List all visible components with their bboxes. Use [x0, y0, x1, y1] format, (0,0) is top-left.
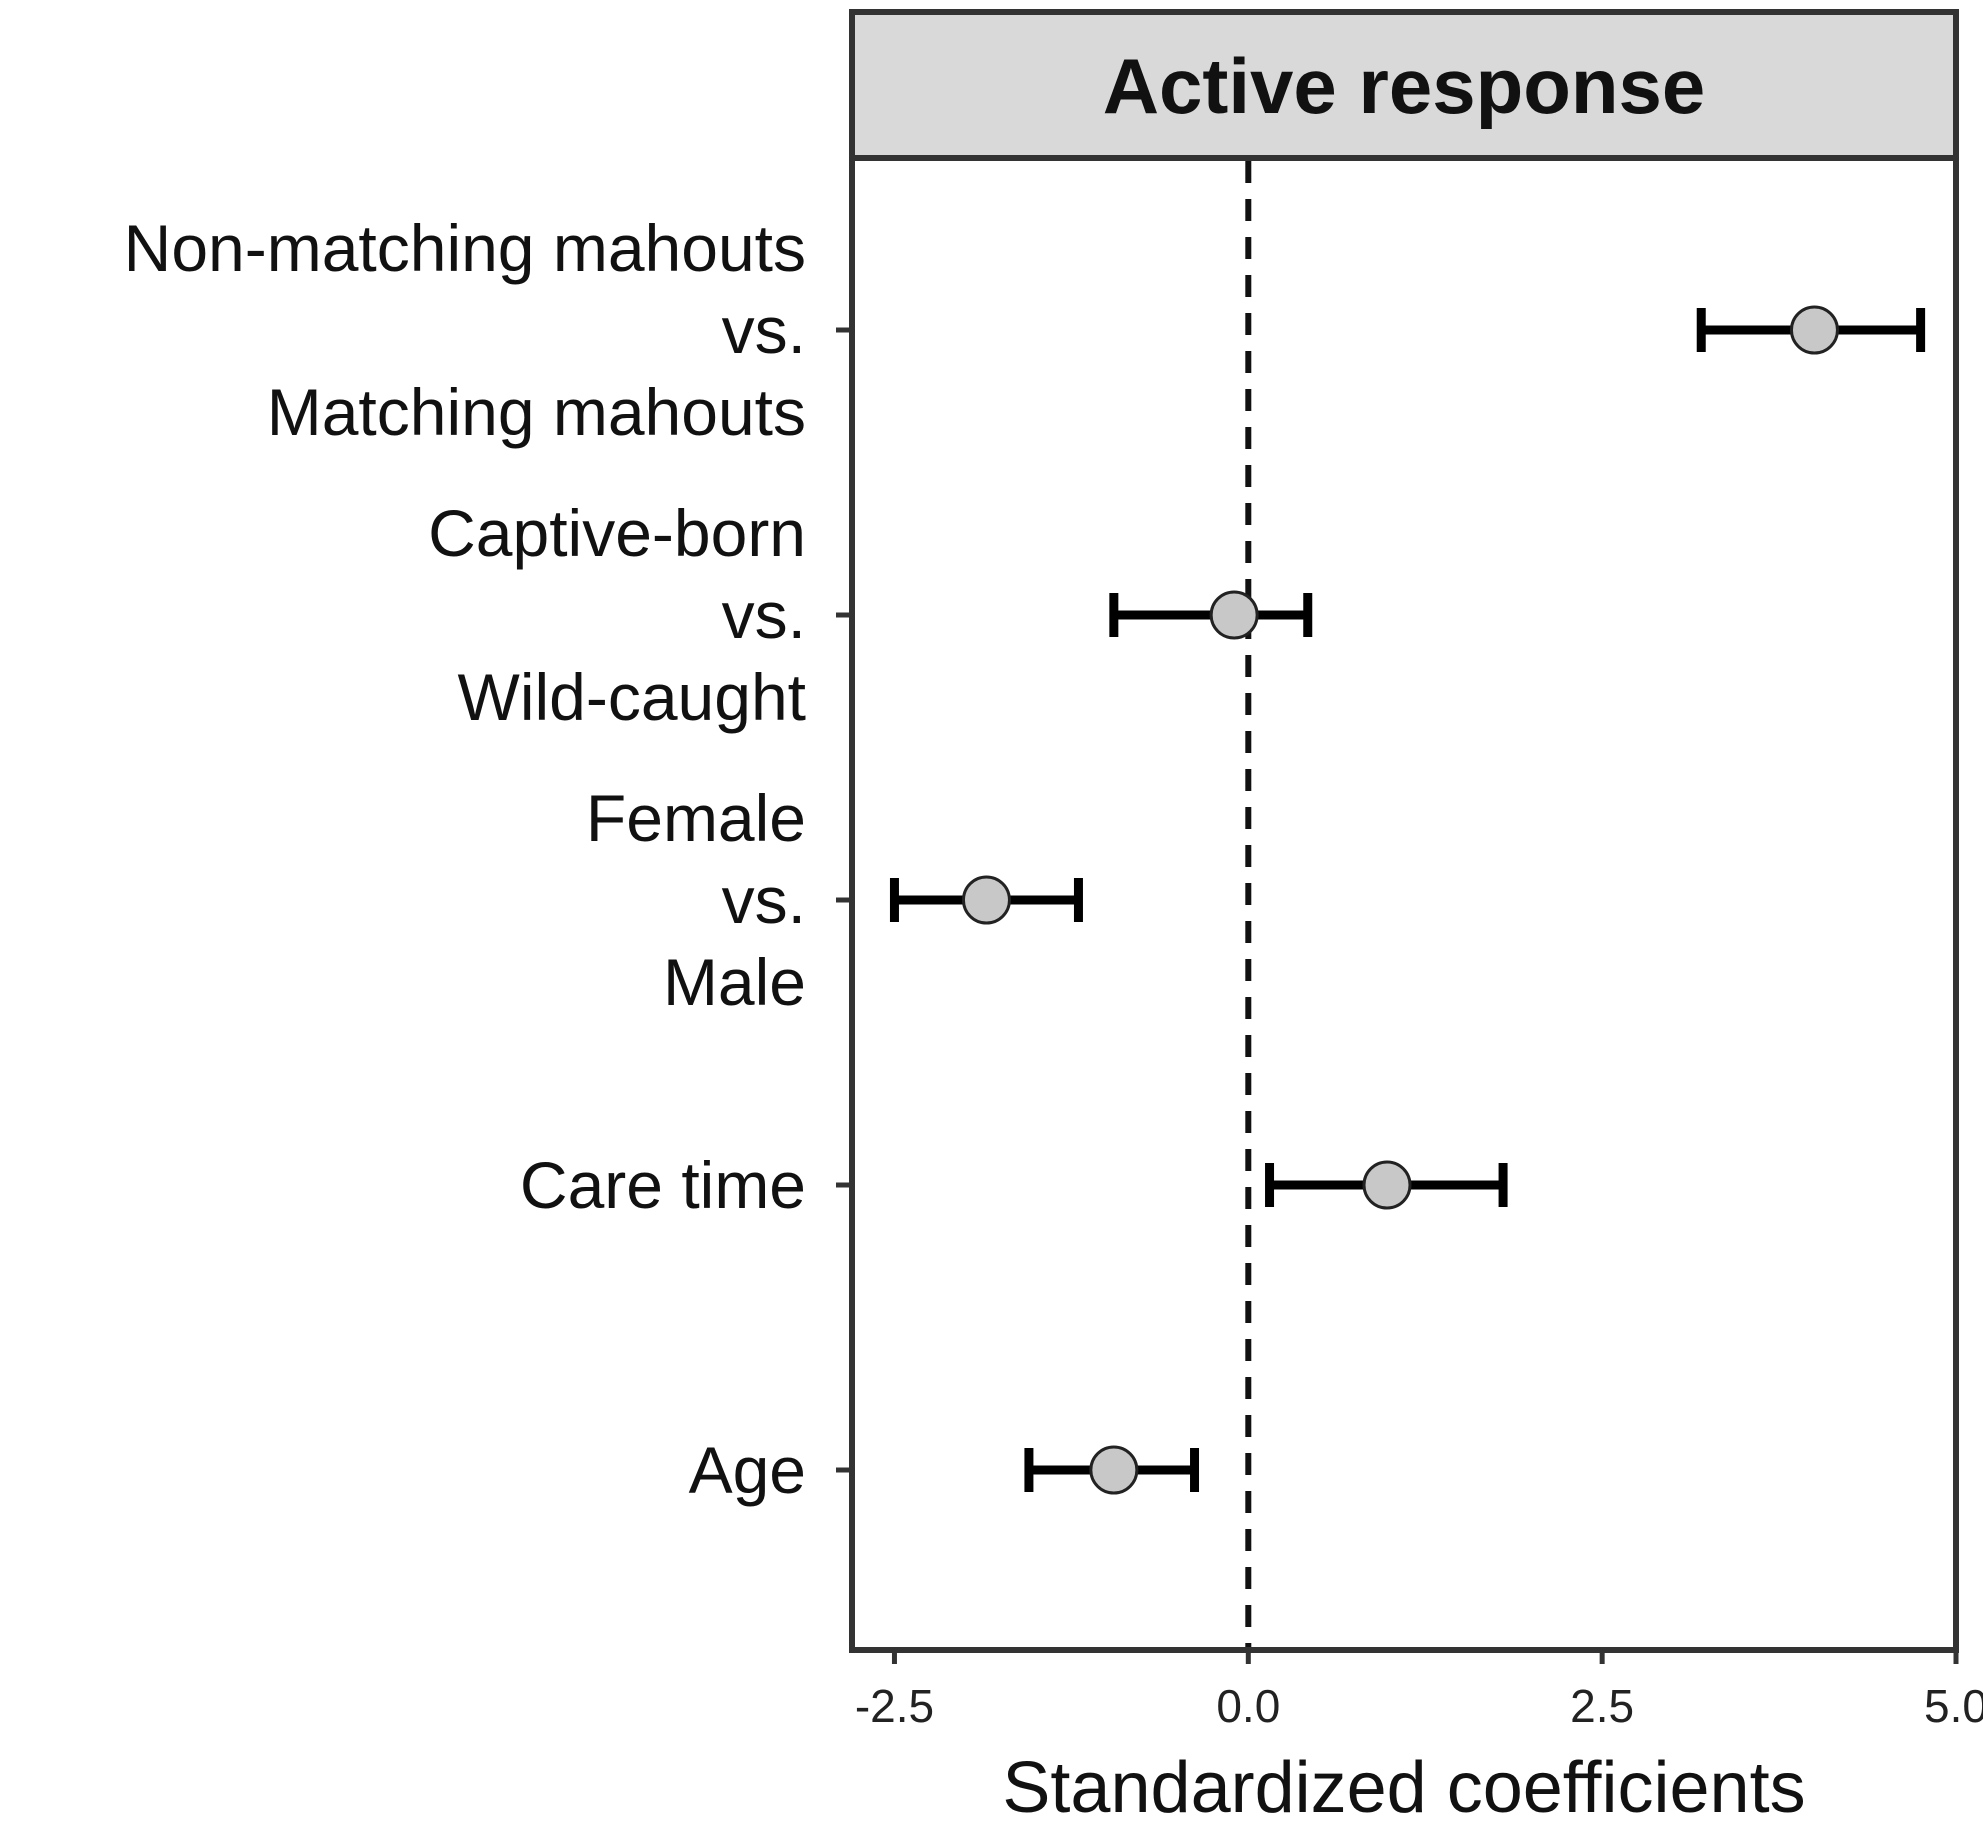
coefficient-point — [1089, 1445, 1139, 1495]
category-label: vs. — [722, 578, 806, 652]
category-label: Non-matching mahouts — [124, 211, 806, 285]
category-label: vs. — [722, 863, 806, 937]
category-label: vs. — [722, 293, 806, 367]
category-label: Age — [689, 1433, 806, 1507]
x-axis-title: Standardized coefficients — [1002, 1748, 1805, 1821]
facet-strip — [849, 9, 1959, 161]
coefficient-point — [1789, 305, 1839, 355]
coefficient-point — [961, 875, 1011, 925]
category-label: Captive-born — [428, 496, 806, 570]
chart-title: Active response — [1103, 42, 1706, 130]
x-tick-label: 2.5 — [1570, 1680, 1634, 1732]
category-label: Wild-caught — [458, 660, 806, 734]
coefficient-point — [1362, 1160, 1412, 1210]
chart-marks: -2.5 0.0 2.5 5.0 Non-matching mahouts vs. Matc… — [124, 161, 1983, 1732]
category-label: Matching mahouts — [267, 375, 806, 449]
x-tick-label: 5.0 — [1924, 1680, 1983, 1732]
x-tick-label: -2.5 — [855, 1680, 934, 1732]
coefficient-point — [1209, 590, 1259, 640]
x-tick-label: 0.0 — [1216, 1680, 1280, 1732]
category-label: Care time — [520, 1148, 806, 1222]
category-label: Male — [663, 945, 806, 1019]
category-label: Female — [586, 781, 806, 855]
